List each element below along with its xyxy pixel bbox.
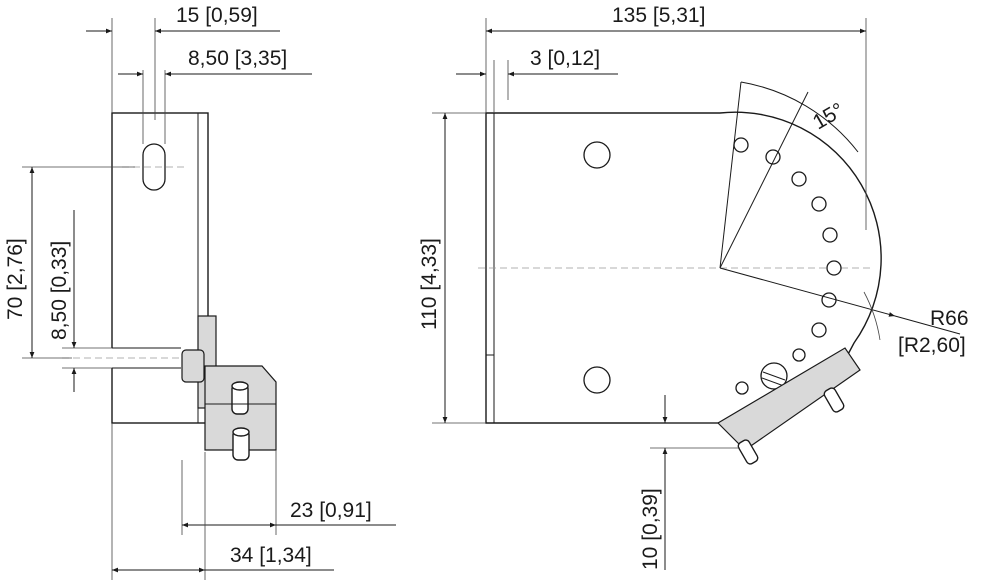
dim-23-label: 23 [0,91]: [290, 499, 372, 522]
radius-in-label: [R2,60]: [898, 334, 966, 357]
dim-70-label: 70 [2,76]: [4, 238, 27, 320]
dim-8-50-vertical-label: 8,50 [0,33]: [48, 241, 71, 340]
front-view: 135 [5,31] 3 [0,12] 110 [4,33] 10 [0,39]…: [418, 4, 969, 570]
dim-3-label: 3 [0,12]: [530, 47, 600, 70]
dim-135-label: 135 [5,31]: [612, 4, 705, 27]
dim-8-50-label: 8,50 [3,35]: [188, 47, 287, 70]
front-hole-top: [583, 141, 611, 169]
angle-15-label: 15°: [809, 99, 848, 135]
side-oblong-hole: [142, 143, 166, 191]
dim-110-label: 110 [4,33]: [418, 238, 441, 330]
dim-15-label: 15 [0,59]: [176, 4, 258, 27]
front-screw: [760, 362, 788, 390]
front-hole-pattern: [733, 137, 842, 395]
radius-mm-label: R66: [930, 307, 969, 330]
dim-34-label: 34 [1,34]: [230, 544, 312, 567]
side-clamp: [181, 315, 277, 461]
dim-10-label: 10 [0,39]: [639, 488, 662, 570]
front-hole-bottom: [583, 366, 611, 394]
front-clamp: [717, 347, 861, 465]
front-plate: [485, 111, 882, 424]
side-view: 15 [0,59] 8,50 [3,35] 70 [2,76] 8,50 [0,…: [4, 4, 396, 580]
